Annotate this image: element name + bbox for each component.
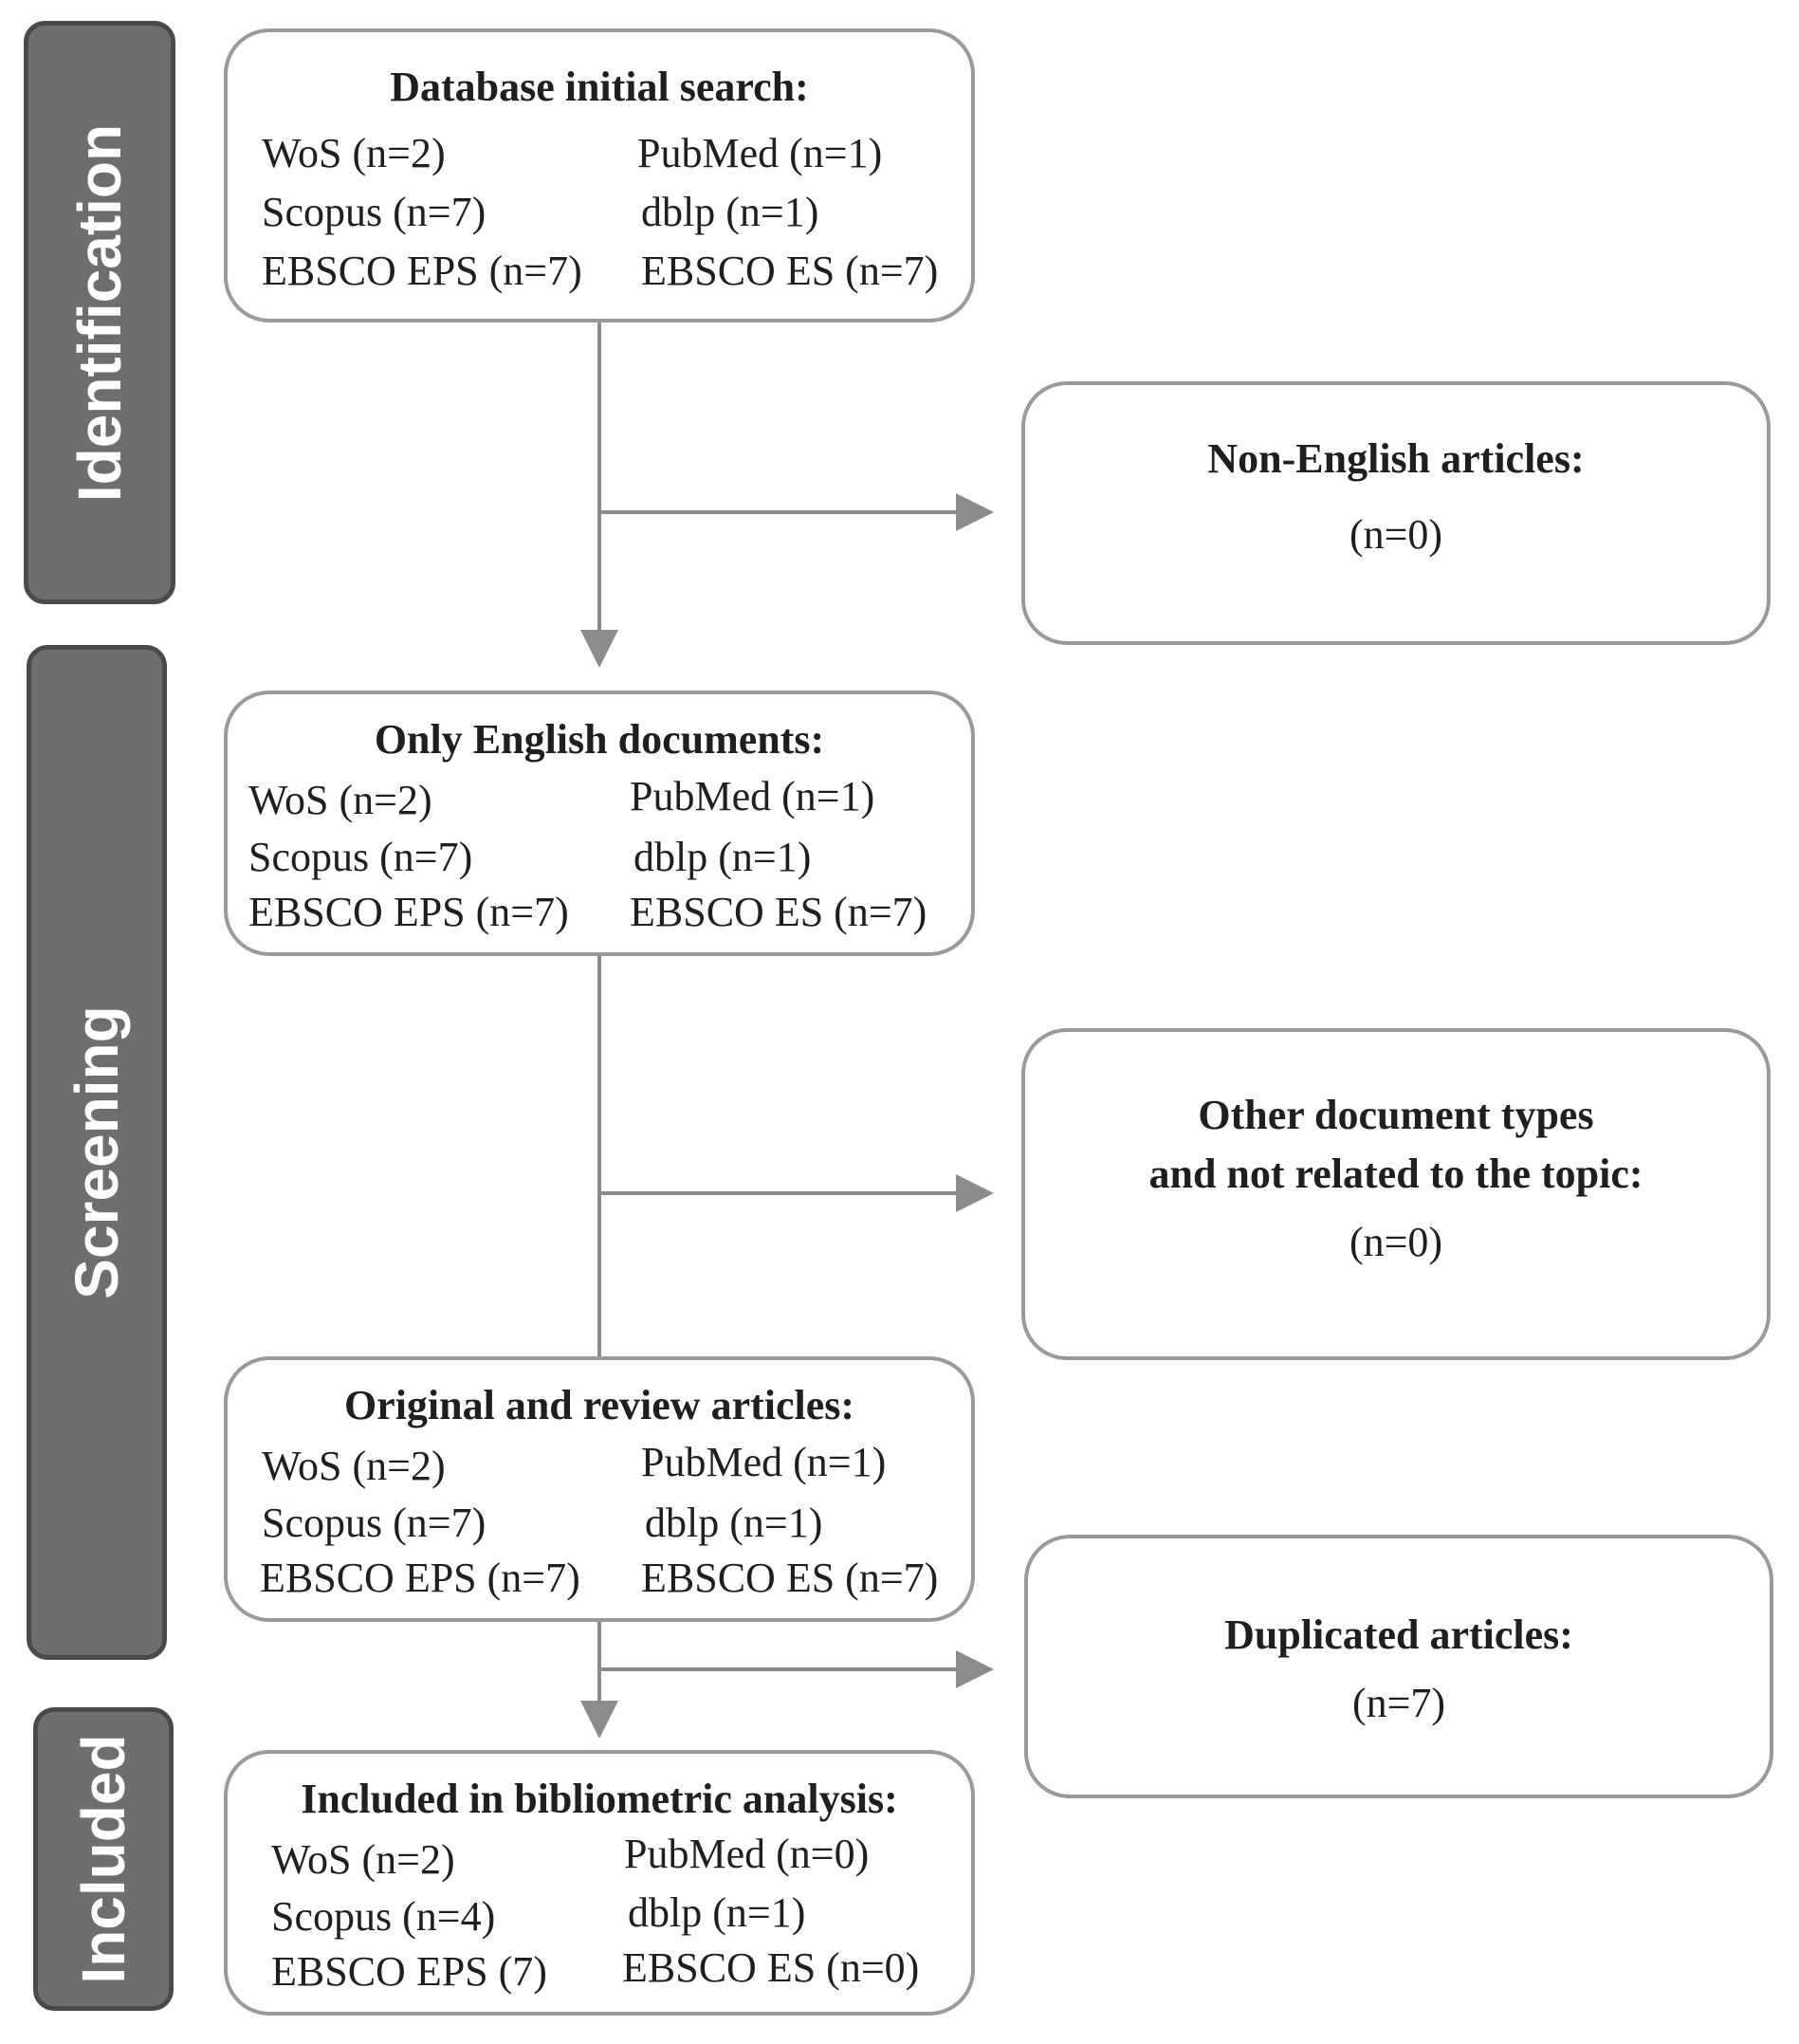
box-non-english: Non-English articles: (n=0)	[1021, 381, 1771, 645]
box-other-types: Other document types and not related to …	[1021, 1028, 1771, 1360]
source-item: PubMed (n=1)	[630, 773, 875, 819]
box-included-title: Included in bibliometric analysis:	[301, 1776, 898, 1822]
source-item: EBSCO EPS (n=7)	[260, 1555, 580, 1601]
source-item: Scopus (n=7)	[248, 834, 473, 880]
box-english-only: Only English documents: WoS (n=2) PubMed…	[224, 691, 975, 956]
source-item: EBSCO ES (n=7)	[641, 248, 939, 294]
source-item: WoS (n=2)	[262, 1443, 446, 1489]
source-item: EBSCO ES (n=7)	[641, 1555, 939, 1601]
duplicated-title: Duplicated articles:	[1224, 1611, 1573, 1658]
source-item: EBSCO EPS (n=7)	[262, 248, 582, 294]
box-initial-search: Database initial search: WoS (n=2) PubMe…	[224, 28, 975, 322]
source-item: PubMed (n=1)	[637, 130, 883, 176]
source-item: EBSCO EPS (7)	[271, 1948, 547, 1995]
other-types-count: (n=0)	[1349, 1219, 1443, 1265]
box-english-only-title: Only English documents:	[374, 716, 825, 763]
stage-included: Included	[33, 1707, 174, 2011]
source-item: dblp (n=1)	[645, 1500, 823, 1546]
source-item: PubMed (n=1)	[641, 1439, 887, 1485]
other-types-title-line2: and not related to the topic:	[1148, 1151, 1643, 1197]
other-types-title-line1: Other document types	[1198, 1092, 1594, 1138]
source-item: dblp (n=1)	[628, 1889, 806, 1936]
box-included: Included in bibliometric analysis: WoS (…	[224, 1750, 975, 2016]
source-item: Scopus (n=7)	[262, 1500, 486, 1546]
source-item: WoS (n=2)	[271, 1836, 455, 1883]
stage-screening: Screening	[27, 645, 167, 1660]
box-original-review-title: Original and review articles:	[343, 1382, 855, 1428]
box-duplicated: Duplicated articles: (n=7)	[1024, 1535, 1773, 1798]
source-item: EBSCO EPS (n=7)	[248, 889, 569, 935]
source-item: Scopus (n=7)	[262, 189, 486, 235]
box-original-review: Original and review articles: WoS (n=2) …	[224, 1356, 975, 1622]
source-item: dblp (n=1)	[641, 189, 819, 235]
source-item: WoS (n=2)	[248, 777, 432, 823]
source-item: EBSCO ES (n=0)	[622, 1944, 920, 1991]
source-item: EBSCO ES (n=7)	[630, 889, 927, 935]
non-english-count: (n=0)	[1349, 511, 1443, 558]
source-item: Scopus (n=4)	[271, 1893, 496, 1940]
source-item: WoS (n=2)	[262, 130, 446, 176]
duplicated-count: (n=7)	[1351, 1680, 1446, 1726]
stage-identification: Identification	[24, 21, 175, 604]
box-initial-search-title: Database initial search:	[390, 64, 809, 110]
non-english-title: Non-English articles:	[1207, 435, 1585, 482]
source-item: PubMed (n=0)	[624, 1831, 870, 1877]
source-item: dblp (n=1)	[633, 834, 812, 880]
